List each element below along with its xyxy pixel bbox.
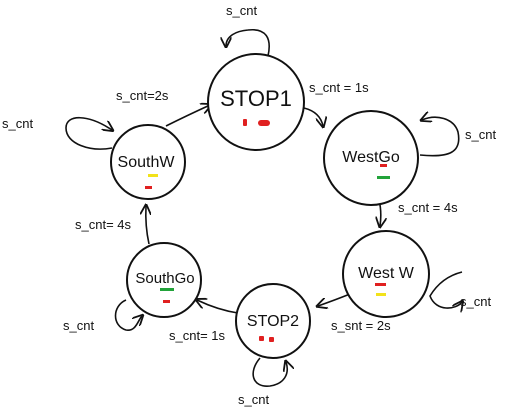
state-label-stop2: STOP2 — [247, 313, 299, 330]
transition-arrow-westw-stop2 — [318, 293, 351, 306]
light-westgo-green — [377, 176, 390, 179]
transition-label-southw-stop1: s_cnt=2s — [116, 88, 169, 103]
self-loop-label-southw: s_cnt — [2, 116, 33, 131]
transition-arrow-southw-stop1 — [165, 105, 210, 127]
light-southw-yellow — [148, 174, 158, 177]
self-loop-label-westw: s_cnt — [460, 294, 491, 309]
state-westgo: WestGo — [323, 110, 419, 206]
state-label-southw: SouthW — [118, 154, 176, 171]
transition-arrow-stop2-southgo — [197, 300, 239, 314]
transition-label-westgo-westw: s_cnt = 4s — [398, 200, 458, 215]
self-loop-stop1 — [226, 29, 270, 57]
state-southgo: SouthGo — [126, 242, 202, 318]
transition-label-westw-stop2: s_snt = 2s — [331, 318, 391, 333]
light-stop2-2 — [269, 337, 274, 342]
transition-label-stop1-westgo: s_cnt = 1s — [309, 80, 369, 95]
light-westgo-red — [380, 164, 387, 167]
self-loop-label-southgo: s_cnt — [63, 318, 94, 333]
transition-label-stop2-southgo: s_cnt= 1s — [169, 328, 226, 343]
light-southgo-green — [160, 288, 174, 291]
transition-arrow-stop1-westgo — [303, 107, 323, 126]
self-loop-westw — [429, 271, 462, 308]
self-loop-label-stop1: s_cnt — [226, 3, 257, 18]
state-label-stop1: STOP1 — [220, 86, 292, 111]
self-loop-stop2 — [252, 357, 287, 387]
self-loop-label-stop2: s_cnt — [238, 392, 269, 407]
self-loop-westgo — [420, 117, 460, 157]
light-stop1-1 — [243, 119, 247, 126]
light-stop1-2 — [258, 120, 270, 126]
state-stop2: STOP2 — [235, 283, 311, 359]
light-westw-red — [375, 283, 386, 286]
state-label-westw: West W — [358, 265, 415, 282]
transition-arrow-southgo-southw — [146, 206, 149, 245]
self-loop-southw — [65, 117, 112, 150]
light-westw-yellow — [376, 293, 386, 296]
light-southw-red — [145, 186, 152, 189]
self-loop-label-westgo: s_cnt — [465, 127, 496, 142]
state-label-southgo: SouthGo — [135, 270, 194, 287]
state-westw: West W — [342, 230, 430, 318]
state-label-westgo: WestGo — [342, 149, 400, 166]
light-stop2-1 — [259, 336, 264, 341]
self-loop-southgo — [114, 299, 143, 331]
state-southw: SouthW — [110, 124, 186, 200]
light-southgo-red — [163, 300, 170, 303]
transition-label-southgo-southw: s_cnt= 4s — [75, 217, 132, 232]
state-stop1: STOP1 — [207, 53, 305, 151]
